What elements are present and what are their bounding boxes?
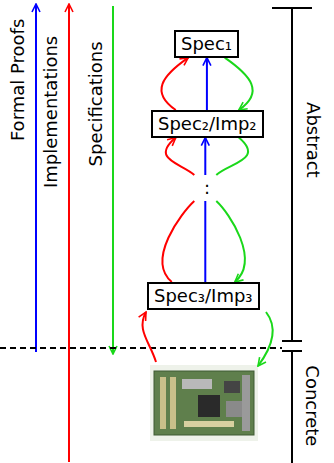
refinement-arrow bbox=[204, 138, 206, 282]
box-text: Spec₁ bbox=[181, 33, 232, 55]
ellipsis-mark: : bbox=[203, 178, 211, 198]
abstraction-boundary bbox=[0, 347, 282, 349]
specifications-arrow bbox=[112, 6, 114, 354]
refinement-arrow bbox=[162, 138, 194, 282]
spec-box: Spec₁ bbox=[174, 30, 239, 58]
axis-label: Formal Proofs bbox=[8, 19, 28, 141]
region-label: Abstract bbox=[303, 102, 323, 178]
box-text: Spec₃/Imp₃ bbox=[154, 285, 253, 307]
spec-box: Spec₃/Imp₃ bbox=[147, 282, 260, 310]
box-text: Spec₂/Imp₂ bbox=[158, 113, 257, 135]
spec-box: Spec₂/Imp₂ bbox=[151, 110, 264, 138]
circuit-board bbox=[150, 365, 258, 441]
axis-label: Implementations bbox=[41, 36, 61, 188]
refinement-arrow bbox=[225, 58, 253, 110]
implementations-arrow bbox=[68, 4, 70, 462]
spec-to-board-arrow bbox=[258, 312, 273, 366]
refinement-arrow bbox=[216, 138, 248, 282]
proofs-arrow bbox=[35, 4, 37, 352]
region-label: Concrete bbox=[303, 365, 323, 446]
concrete-bracket bbox=[282, 351, 302, 463]
board-to-spec-arrow bbox=[143, 312, 157, 362]
axis-label: Specifications bbox=[86, 41, 106, 166]
refinement-arrow bbox=[206, 58, 208, 110]
refinement-arrow bbox=[161, 58, 188, 110]
